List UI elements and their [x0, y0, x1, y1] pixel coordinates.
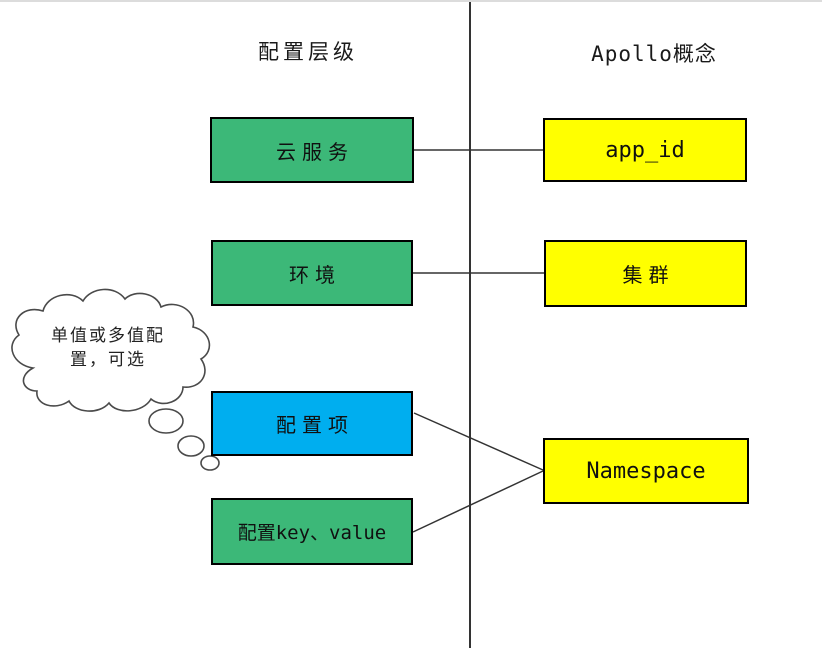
node-environment: 环境: [211, 240, 413, 306]
thought-cloud: [11, 288, 220, 471]
thought-cloud-body: [11, 288, 211, 412]
column-header-hierarchy: 配置层级: [258, 40, 358, 64]
node-config-key-value: 配置key、value: [211, 498, 413, 565]
node-app-id: app_id: [543, 118, 747, 182]
node-cloud-service: 云服务: [210, 117, 414, 183]
thought-bubble-trail-2: [177, 435, 205, 457]
node-cluster: 集群: [544, 240, 747, 307]
node-config-item: 配置项: [211, 391, 413, 456]
thought-bubble-trail-3: [200, 455, 220, 471]
thought-bubble-text: 单值或多值配置，可选: [51, 326, 165, 370]
node-namespace: Namespace: [543, 438, 749, 504]
connector-configkv-namespace: [412, 470, 544, 533]
window-top-edge: [0, 0, 822, 2]
column-header-apollo: Apollo概念: [591, 42, 717, 66]
thought-bubble-trail-1: [148, 408, 184, 434]
connector-configitem-namespace: [413, 412, 544, 471]
